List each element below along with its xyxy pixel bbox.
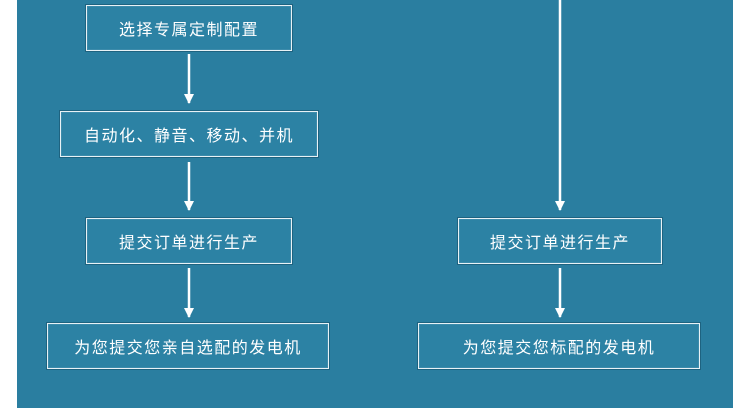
left-step-1-box: 选择专属定制配置 bbox=[86, 5, 292, 51]
left-step-3-label: 提交订单进行生产 bbox=[118, 233, 259, 252]
left-step-4-label: 为您提交您亲自选配的发电机 bbox=[74, 338, 302, 357]
right-step-2-box: 为您提交您标配的发电机 bbox=[418, 323, 700, 369]
right-step-1-box: 提交订单进行生产 bbox=[458, 218, 662, 264]
left-step-3-box: 提交订单进行生产 bbox=[86, 218, 292, 264]
left-step-1-label: 选择专属定制配置 bbox=[118, 20, 259, 39]
right-step-2-label: 为您提交您标配的发电机 bbox=[462, 338, 656, 357]
left-step-4-box: 为您提交您亲自选配的发电机 bbox=[47, 323, 329, 369]
right-step-1-label: 提交订单进行生产 bbox=[489, 233, 630, 252]
left-step-2-label: 自动化、静音、移动、并机 bbox=[83, 126, 294, 145]
left-step-2-box: 自动化、静音、移动、并机 bbox=[60, 111, 318, 157]
